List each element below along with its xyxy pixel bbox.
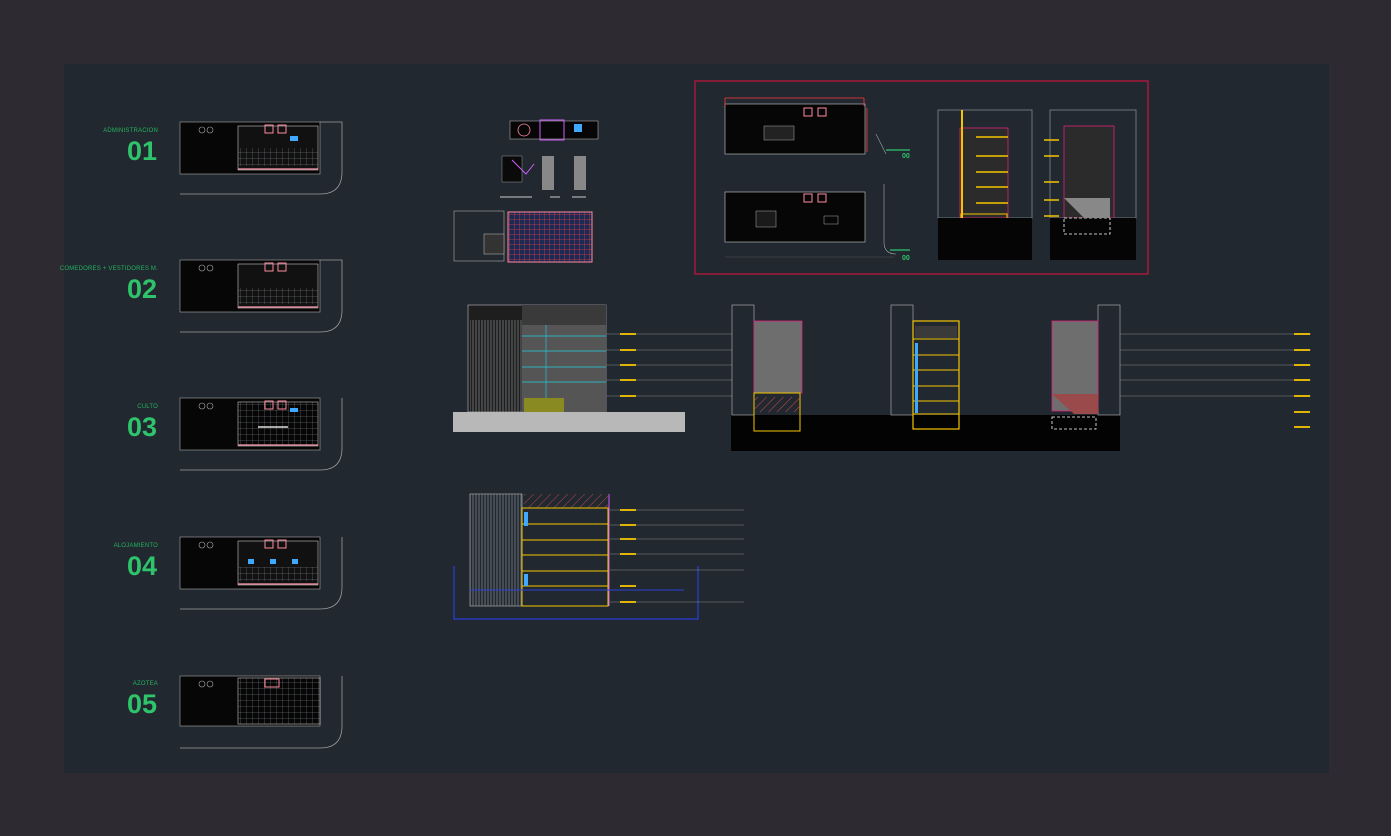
floor-2-title: COMEDORES + VESTIDORES M. bbox=[59, 266, 158, 272]
selected-sheet-frame[interactable] bbox=[694, 80, 1149, 275]
floor-3-number: 03 bbox=[126, 412, 157, 442]
floor-plan-4[interactable] bbox=[179, 536, 343, 610]
floor-3-title: CULTO bbox=[137, 404, 158, 410]
floor-2-number: 02 bbox=[126, 274, 157, 304]
section-row[interactable] bbox=[731, 304, 1311, 451]
floor-plan-5[interactable] bbox=[179, 675, 343, 749]
plan-tag-upper: 00 bbox=[902, 153, 910, 160]
plan-tag-lower: 00 bbox=[902, 255, 910, 262]
floor-plan-1[interactable] bbox=[179, 121, 343, 195]
floor-5-number: 05 bbox=[126, 689, 157, 719]
longitudinal-section[interactable] bbox=[453, 493, 744, 620]
floor-plan-3[interactable] bbox=[179, 397, 343, 471]
site-plan-cluster[interactable] bbox=[453, 119, 599, 263]
drawing-canvas[interactable]: ADMINISTRACION 01 COMEDORES + VESTIDORES… bbox=[60, 64, 1329, 773]
elevation-main[interactable] bbox=[453, 304, 732, 432]
floor-4-title: ALOJAMIENTO bbox=[113, 543, 158, 549]
floor-plan-2[interactable] bbox=[179, 259, 343, 333]
floor-1-title: ADMINISTRACION bbox=[103, 128, 158, 134]
floor-1-number: 01 bbox=[126, 136, 157, 166]
floor-5-title: AZOTEA bbox=[132, 681, 158, 687]
cad-drawing bbox=[179, 80, 1311, 749]
floor-4-number: 04 bbox=[126, 551, 157, 581]
